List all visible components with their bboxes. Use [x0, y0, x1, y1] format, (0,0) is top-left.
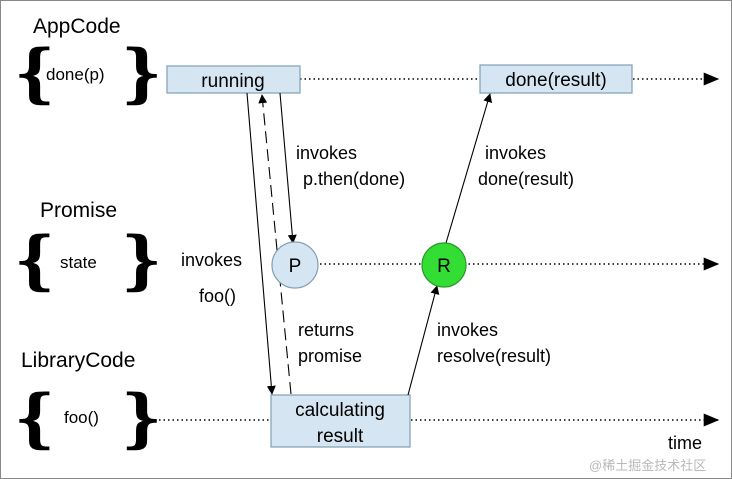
left-brace-icon: { [14, 36, 55, 111]
calculating-result-box [270, 394, 411, 448]
lane-title-promise: Promise [40, 199, 117, 222]
left-brace-icon: { [14, 223, 55, 298]
running-box-label: running [201, 71, 264, 92]
promise-node-r [421, 242, 467, 288]
arrow-invokes-foo [246, 92, 276, 395]
label-invokes-resolve-1: invokes [437, 320, 498, 340]
lane-title-librarycode: LibraryCode [21, 349, 135, 372]
label-returns-promise-1: returns [298, 320, 354, 340]
label-invokes-foo-1: invokes [181, 250, 242, 270]
arrow-invokes-then [279, 92, 297, 244]
lane-title-appcode: AppCode [33, 15, 121, 38]
arrow-returns-promise [258, 94, 292, 395]
lane-sub-promise: state [60, 253, 97, 272]
calculating-box-label-line2: result [317, 426, 364, 447]
calculating-box-label-line1: calculating [295, 400, 385, 421]
watermark: @稀土掘金技术社区 [589, 458, 706, 473]
promise-node-p [271, 241, 319, 289]
done-result-box [479, 64, 633, 94]
right-brace-icon: } [121, 381, 162, 456]
label-invokes-done-1: invokes [485, 143, 546, 163]
right-brace-icon: } [121, 223, 162, 298]
label-invokes-done-2: done(result) [478, 169, 574, 189]
promise-node-r-label: R [437, 256, 451, 277]
arrow-invokes-resolve [407, 285, 440, 396]
left-brace-icon: { [14, 381, 55, 456]
done-result-box-label: done(result) [505, 70, 606, 91]
time-axis-label: time [668, 433, 702, 453]
label-invokes-resolve-2: resolve(result) [437, 346, 551, 366]
lane-sub-appcode: done(p) [46, 65, 105, 84]
label-invokes-then-2: p.then(done) [303, 169, 405, 189]
label-invokes-foo-2: foo() [199, 286, 236, 306]
right-brace-icon: } [121, 36, 162, 111]
promise-node-p-label: P [289, 256, 302, 277]
label-invokes-then-1: invokes [296, 143, 357, 163]
lane-sub-librarycode: foo() [64, 408, 99, 427]
running-box [166, 65, 301, 94]
arrow-invokes-done [445, 93, 493, 244]
label-returns-promise-2: promise [298, 346, 362, 366]
